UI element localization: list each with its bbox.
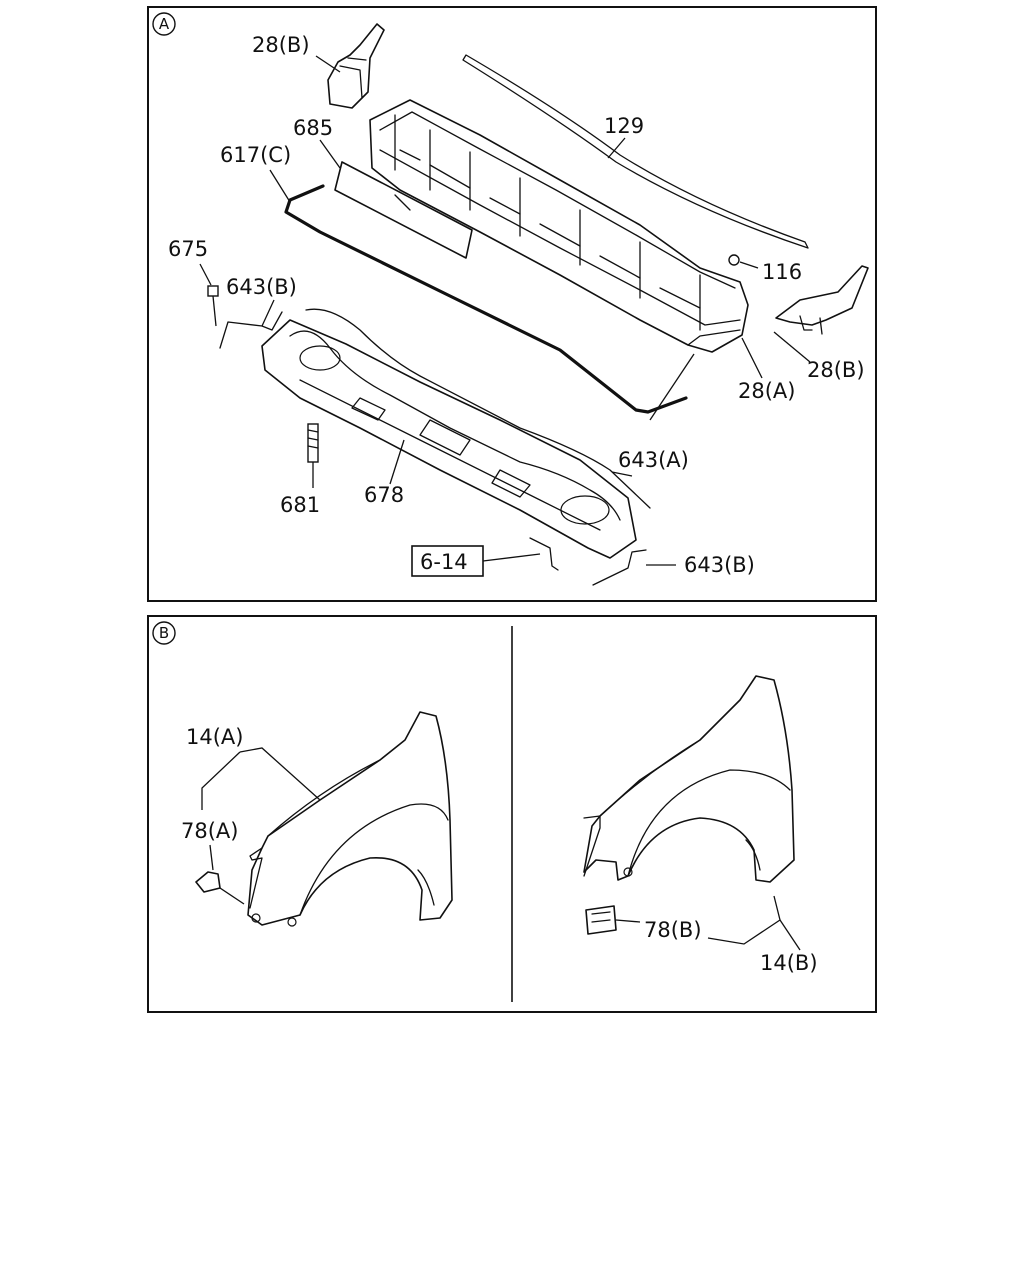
bracket-28b-right [775, 265, 869, 335]
rod-643a [305, 308, 651, 509]
label-678: 678 [364, 483, 404, 507]
label-685: 685 [293, 116, 333, 140]
label-28b-top: 28(B) [252, 33, 310, 57]
label-643b-bottom: 643(B) [684, 553, 755, 577]
label-643b-top: 643(B) [226, 275, 297, 299]
label-129: 129 [604, 114, 644, 138]
bracket-78b [585, 905, 641, 935]
label-675: 675 [168, 237, 208, 261]
label-28a: 28(A) [738, 379, 795, 403]
label-28b-right: 28(B) [807, 358, 865, 382]
panel-b-marker: B [159, 624, 169, 642]
label-78a: 78(A) [181, 819, 238, 843]
label-116: 116 [762, 260, 802, 284]
panel-a-marker: A [159, 15, 170, 33]
bolt-675 [199, 263, 219, 327]
panel-a-leaders [261, 55, 811, 566]
fender-14a [247, 711, 453, 927]
panel-a-marker-circle [152, 12, 176, 36]
cowl-lower-panel-678 [261, 319, 637, 559]
panel-a-frame [147, 6, 877, 602]
label-643a: 643(A) [618, 448, 689, 472]
rod-643b-bottom [592, 549, 647, 586]
seal-617c [284, 184, 688, 414]
label-14a: 14(A) [186, 725, 243, 749]
label-78b: 78(B) [644, 918, 702, 942]
panel-a: A [147, 6, 877, 602]
cowl-top-panel-28a [369, 99, 749, 353]
label-617c: 617(C) [220, 143, 291, 167]
fender-14b [583, 675, 795, 883]
pad-685-detail [394, 194, 411, 211]
bracket-28b-top [327, 23, 385, 109]
panel-b-marker-circle [152, 621, 176, 645]
bolt-681 [307, 423, 319, 463]
label-14b: 14(B) [760, 951, 818, 975]
weatherstrip-129 [462, 54, 809, 249]
panel-b: B [147, 615, 877, 1013]
ref-6-14-part [529, 537, 559, 571]
label-ref-6-14: 6-14 [420, 550, 468, 574]
label-681: 681 [280, 493, 320, 517]
clip-78a [195, 844, 245, 905]
pad-685 [334, 161, 473, 259]
panel-b-leaders [201, 747, 801, 951]
panel-b-frame [147, 615, 877, 1013]
clip-116 [728, 254, 759, 269]
